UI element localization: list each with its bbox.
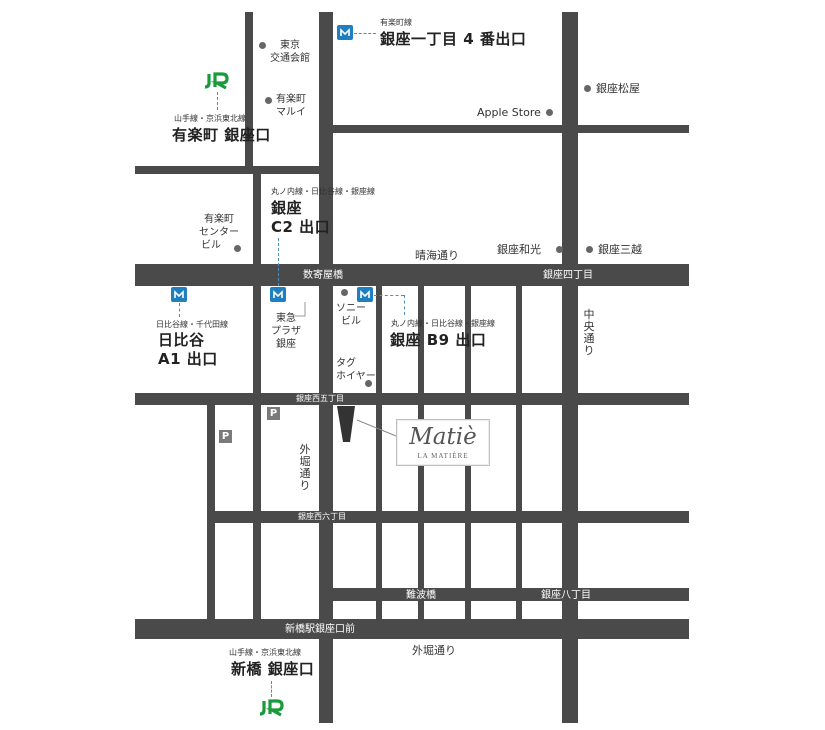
landmark-line: 有楽町: [276, 94, 306, 105]
road-label-namibashi: 難波橋: [406, 590, 436, 601]
landmark-dot-sony: [341, 289, 348, 296]
landmark-line: プラザ: [271, 326, 301, 337]
station-line-shimbashi: 山手線・京浜東北線: [229, 648, 301, 657]
tokyu-plaza-leader: [295, 302, 306, 317]
landmark-ginza-matsuya: 銀座松屋: [596, 82, 640, 95]
exit-line-ginza-itchome: [354, 33, 376, 34]
exit-line-shimbashi: [271, 681, 272, 697]
landmark-line: センター: [199, 227, 239, 238]
road-far-left-vertical: [207, 405, 215, 619]
landmark-line: マルイ: [276, 107, 306, 118]
exit-line-ginza-b9-h: [374, 295, 404, 296]
road-ginza-nishi-6: [207, 511, 689, 523]
station-name-hibiya-2: A1 出口: [158, 350, 218, 368]
road-harumi-dori: [135, 264, 689, 286]
station-line-ginza-itchome: 有楽町線: [380, 18, 412, 27]
exit-line-ginza-b9-v: [404, 295, 405, 315]
landmark-line: ビル: [341, 316, 361, 327]
road-sotobori-dori: [319, 12, 333, 723]
landmark-dot-wako: [556, 246, 563, 253]
shop-pointer-line: [356, 419, 397, 437]
landmark-tokyu-plaza: 東急 プラザ 銀座: [271, 312, 301, 351]
road-v-519: [516, 286, 522, 619]
road-left-vertical: [253, 174, 261, 619]
parking-icon: P: [267, 407, 280, 420]
exit-line-yurakucho: [217, 92, 218, 110]
landmark-dot-tag-heuer: [365, 380, 372, 387]
exit-line-ginza-c2: [278, 238, 279, 286]
road-label-shimbashi-front: 新橋駅銀座口前: [285, 624, 355, 635]
station-name-hibiya-1: 日比谷: [158, 331, 205, 349]
landmark-line: 有楽町: [204, 214, 234, 225]
road-label-ginza-8: 銀座八丁目: [541, 590, 591, 601]
road-label-sukiyabashi: 数寄屋橋: [303, 270, 343, 281]
landmark-sony-bldg: ソニー ビル: [336, 302, 366, 328]
shop-name-card: Matiè LA MATIÈRE: [396, 419, 490, 466]
metro-icon-hibiya: [171, 287, 187, 302]
landmark-yurakucho-marui: 有楽町 マルイ: [276, 93, 306, 119]
station-line-ginza-b9: 丸ノ内線・日比谷線・銀座線: [391, 319, 495, 328]
road-label-ginza-4: 銀座四丁目: [543, 270, 593, 281]
landmark-dot-center-bldg: [234, 245, 241, 252]
station-name-ginza-itchome: 銀座一丁目 4 番出口: [380, 30, 527, 48]
road-v-378: [376, 286, 382, 619]
road-label-sotobori-dori-bottom: 外堀通り: [412, 644, 456, 657]
landmark-tag-heuer: タグ ホイヤー: [336, 357, 376, 383]
road-label-chuo-dori-vertical: 中央通り: [583, 308, 595, 357]
road-top-horizontal: [333, 125, 689, 133]
road-shimbashi-front: [135, 619, 689, 639]
station-line-yurakucho: 山手線・京浜東北線: [174, 114, 246, 123]
station-name-shimbashi: 新橋 銀座口: [231, 660, 315, 678]
landmark-dot-mitsukoshi: [586, 246, 593, 253]
road-label-ginza-nishi-6: 銀座西六丁目: [298, 512, 346, 521]
station-name-ginza-c2-1: 銀座: [271, 199, 303, 217]
metro-icon-ginza-c2: [270, 287, 286, 302]
road-label-sotobori-dori-vertical: 外堀通り: [299, 443, 311, 492]
road-ginza-nishi-5: [135, 393, 689, 405]
road-namibashi: [333, 588, 689, 601]
landmark-dot-apple-store: [546, 109, 553, 116]
landmark-line: ホイヤー: [336, 371, 376, 382]
landmark-line: ソニー: [336, 303, 366, 314]
landmark-ginza-mitsukoshi: 銀座三越: [598, 243, 642, 256]
shop-logo: Matiè: [409, 424, 477, 450]
landmark-apple-store: Apple Store: [477, 106, 541, 119]
landmark-ginza-wako: 銀座和光: [497, 243, 541, 256]
landmark-dot-matsuya: [584, 85, 591, 92]
parking-icon: P: [219, 430, 232, 443]
station-line-hibiya: 日比谷線・千代田線: [156, 320, 228, 329]
station-name-ginza-c2-2: C2 出口: [271, 218, 331, 236]
landmark-line: タグ: [336, 358, 356, 369]
landmark-line: 東急: [276, 313, 296, 324]
station-name-yurakucho: 有楽町 銀座口: [172, 126, 271, 144]
station-line-ginza-c2: 丸ノ内線・日比谷線・銀座線: [271, 187, 375, 196]
road-left-top-vertical: [245, 12, 253, 166]
metro-icon-ginza-b9: [357, 287, 373, 302]
station-name-ginza-b9: 銀座 B9 出口: [390, 331, 487, 349]
jr-logo-icon: [204, 72, 229, 90]
shop-location-marker: [337, 406, 355, 442]
landmark-line: 交通会館: [270, 53, 310, 64]
landmark-line: 東京: [280, 40, 300, 51]
jr-logo-icon: [259, 699, 284, 717]
landmark-line: 銀座: [276, 339, 296, 350]
road-upper-left-horizontal: [135, 166, 333, 174]
road-label-ginza-nishi-5: 銀座西五丁目: [296, 394, 344, 403]
landmark-dot-kotsu-kaikan: [259, 42, 266, 49]
landmark-yurakucho-center-bldg: 有楽町 センター ビル: [199, 213, 239, 252]
exit-line-hibiya: [179, 303, 180, 317]
road-chuo-dori: [562, 12, 578, 723]
landmark-dot-marui: [265, 97, 272, 104]
road-label-harumi-dori: 晴海通り: [415, 249, 459, 262]
subway-entrance-block: [319, 200, 333, 214]
landmark-tokyo-kotsu-kaikan: 東京 交通会館: [270, 39, 310, 65]
metro-icon-ginza-itchome: [337, 25, 353, 40]
landmark-line: ビル: [201, 240, 221, 251]
shop-subtitle: LA MATIÈRE: [417, 452, 469, 460]
